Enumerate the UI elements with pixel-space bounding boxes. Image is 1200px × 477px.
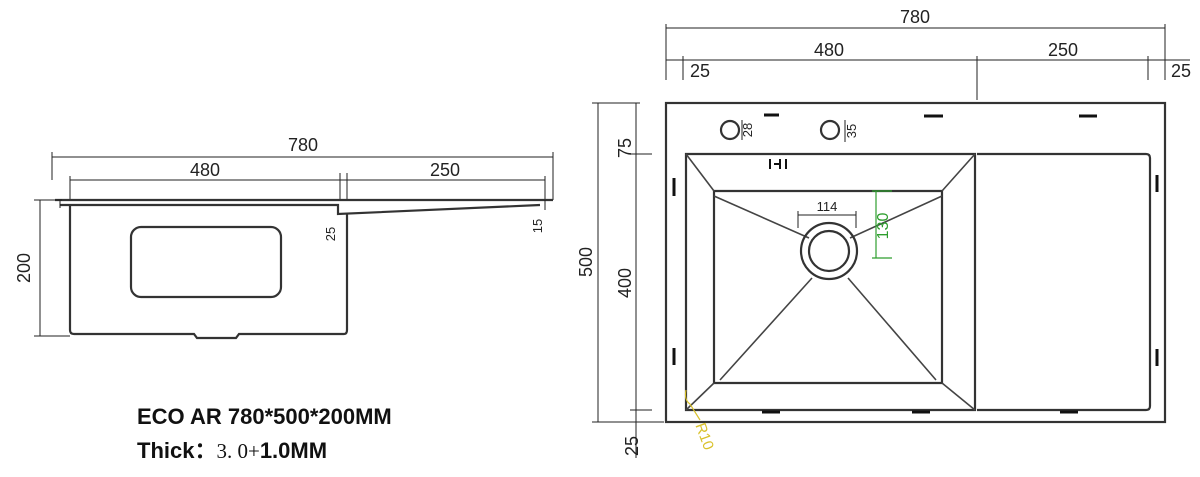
tap-hole-2-label: 35 (844, 124, 859, 138)
drain-offset-label: 130 (875, 213, 892, 240)
tap-hole-1-label: 28 (740, 123, 755, 137)
top-bowl-width-label: 480 (814, 40, 844, 60)
model-title: ECO AR 780*500*200MM (137, 404, 392, 429)
side-split-dimension: 480 250 (69, 160, 546, 200)
thick-value: 3. 0+ (216, 439, 259, 463)
caption: ECO AR 780*500*200MM Thick：3. 0+1.0MM (137, 404, 392, 463)
top-margin-label: 75 (615, 138, 635, 158)
side-drainboard-width-label: 250 (430, 160, 460, 180)
side-overall-width-label: 780 (288, 135, 318, 155)
top-bowl-depth-dimension: 75 400 25 (615, 103, 652, 458)
top-overall-depth-label: 500 (576, 247, 596, 277)
side-height-dimension: 200 (14, 199, 70, 337)
side-drainboard-depth-label: 15 (530, 219, 545, 233)
top-overall-width-label: 780 (900, 7, 930, 27)
side-bowl-width-label: 480 (190, 160, 220, 180)
overflow-marker (769, 159, 787, 169)
drain-offset-dimension: 130 (872, 190, 892, 259)
drain-diameter-label: 114 (817, 199, 838, 214)
sink-outer-rim (664, 101, 1167, 424)
top-overall-dimension: 780 (665, 7, 1166, 80)
sink-bowl (684, 152, 977, 412)
side-overall-dimension: 780 (51, 135, 554, 200)
top-depth-dimension: 500 (576, 102, 664, 423)
side-step-depth-label: 25 (323, 227, 338, 241)
drain-hole (799, 221, 859, 281)
thickness-line: Thick：3. 0+1.0MM (137, 438, 327, 463)
drain-diameter-dimension: 114 (797, 199, 857, 228)
top-left-edge-label: 25 (690, 61, 710, 81)
top-drainboard-width-label: 250 (1048, 40, 1078, 60)
side-height-label: 200 (14, 253, 34, 283)
side-sink-profile (55, 198, 553, 340)
side-step-dimension: 25 15 (323, 219, 545, 241)
drainboard (977, 152, 1152, 412)
top-bowl-depth-label: 400 (615, 268, 635, 298)
top-bottom-margin-label: 25 (622, 436, 642, 456)
side-view: 780 480 250 200 25 (14, 135, 554, 340)
corner-radius-label: R10 (692, 421, 717, 453)
top-split-dimension: 480 250 25 25 (666, 40, 1191, 100)
tap-holes: 28 35 (719, 119, 859, 169)
thick-extra: 1.0MM (260, 438, 327, 463)
thick-label: Thick： (137, 438, 216, 463)
mounting-clips (672, 113, 1159, 414)
top-right-edge-label: 25 (1171, 61, 1191, 81)
top-view: 780 480 250 25 25 500 75 400 25 (576, 7, 1191, 458)
